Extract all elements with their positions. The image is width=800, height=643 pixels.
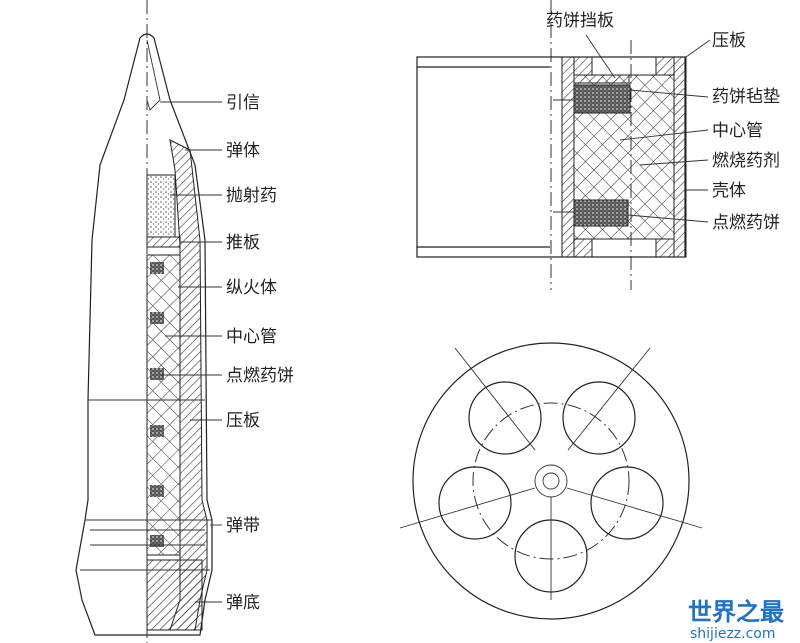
label-section-center-tube: 中心管 bbox=[712, 121, 763, 141]
incendiary-body bbox=[146, 254, 181, 556]
label-shell-base: 弹底 bbox=[226, 593, 260, 613]
watermark-cn: 世界之最 bbox=[688, 598, 785, 626]
label-incendiary-agent: 燃烧药剂 bbox=[712, 151, 780, 171]
label-section-ignition-pellet: 点燃药饼 bbox=[712, 213, 780, 233]
label-ejection-charge: 抛射药 bbox=[226, 186, 277, 206]
shell-drawing bbox=[75, 0, 222, 643]
label-casing: 壳体 bbox=[712, 181, 746, 201]
ignition-pellets bbox=[150, 262, 164, 547]
push-plate bbox=[146, 236, 181, 248]
watermark: 世界之最 shijiezz.com bbox=[688, 598, 785, 642]
label-section-pressure-plate: 压板 bbox=[712, 31, 746, 51]
shell-bands bbox=[80, 399, 212, 571]
label-fuze: 引信 bbox=[226, 93, 260, 113]
ejection-charge bbox=[146, 174, 176, 238]
label-ignition-pellet: 点燃药饼 bbox=[226, 366, 294, 386]
section-drawing bbox=[416, 0, 711, 290]
shell-labels: 引信 弹体 抛射药 推板 纵火体 中心管 点燃药饼 压板 弹带 弹底 bbox=[226, 93, 294, 613]
label-center-tube: 中心管 bbox=[226, 327, 277, 347]
label-shell-body: 弹体 bbox=[226, 141, 260, 161]
label-push-plate: 推板 bbox=[226, 233, 260, 253]
label-incendiary-body: 纵火体 bbox=[226, 278, 277, 298]
label-pellet-baffle: 药饼挡板 bbox=[546, 11, 614, 31]
fuze bbox=[146, 39, 161, 111]
shell-outline bbox=[75, 33, 213, 636]
cross-section-drawing bbox=[399, 342, 703, 620]
shell-base bbox=[146, 559, 203, 631]
shell-leaders bbox=[160, 101, 222, 603]
label-rotating-band: 弹带 bbox=[226, 516, 260, 536]
label-pressure-plate: 压板 bbox=[226, 411, 260, 431]
label-pellet-felt-pad: 药饼毡垫 bbox=[712, 87, 780, 107]
section-labels: 药饼挡板 压板 药饼毡垫 中心管 燃烧药剂 壳体 点燃药饼 bbox=[546, 11, 780, 233]
watermark-en: shijiezz.com bbox=[690, 626, 776, 642]
